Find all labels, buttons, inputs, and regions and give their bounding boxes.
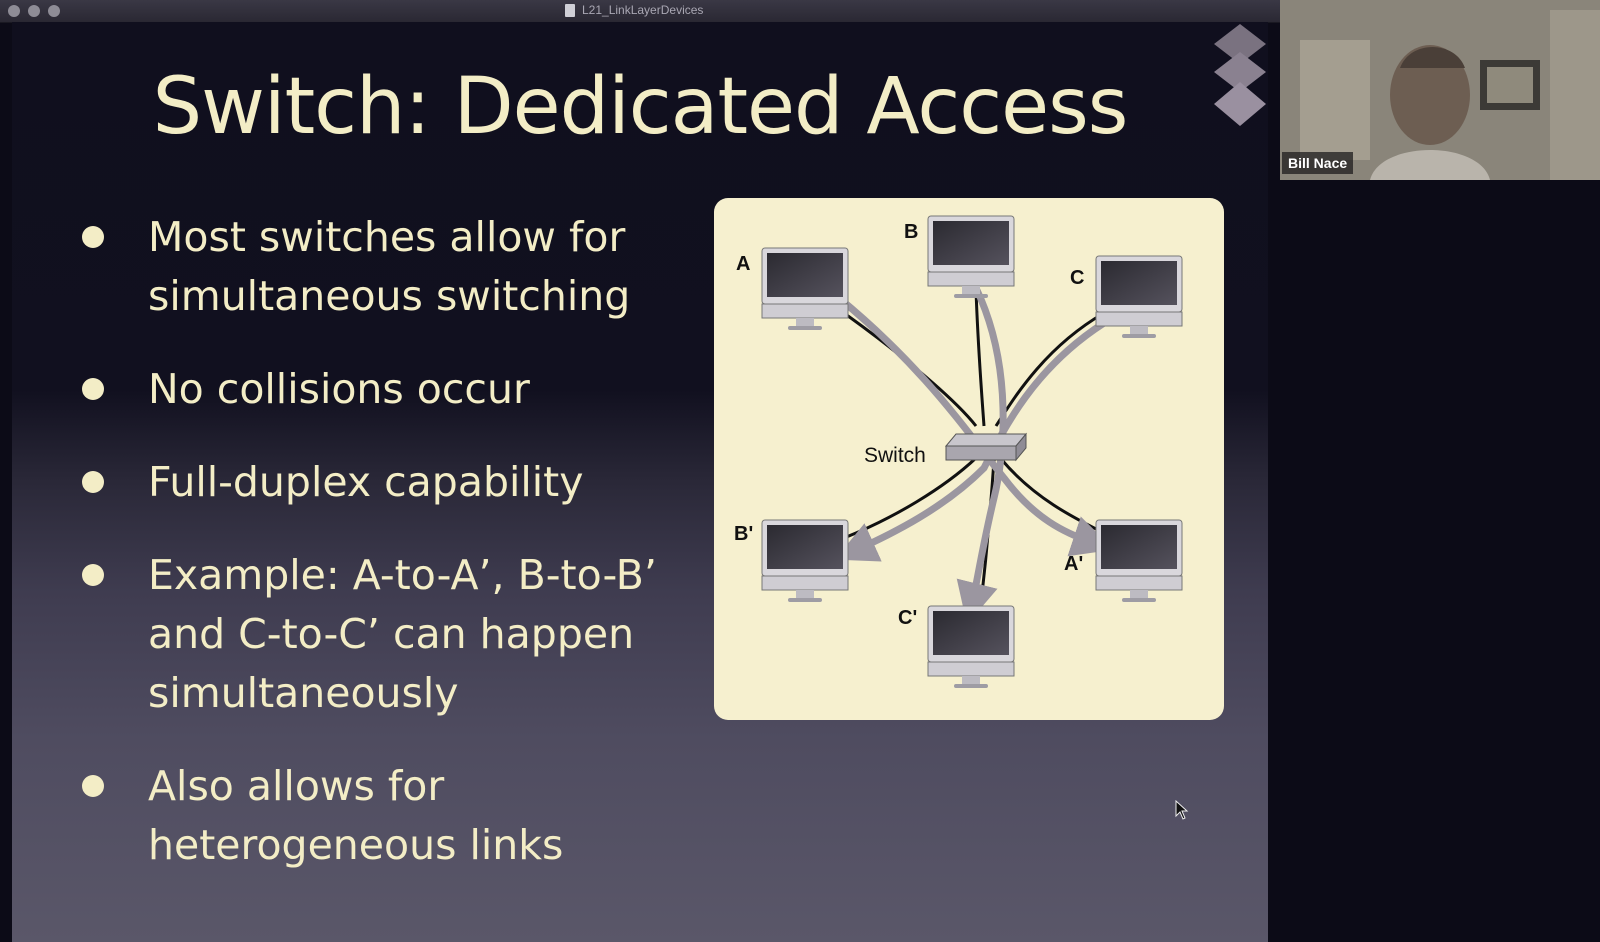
computer-c-icon: [1095, 255, 1183, 338]
window-title: L21_LinkLayerDevices: [582, 3, 704, 17]
node-label-a: A: [736, 253, 750, 275]
node-label-b: B: [904, 221, 918, 243]
computer-b-prime-icon: [761, 519, 849, 602]
participant-video-tile[interactable]: [1280, 0, 1600, 180]
document-icon: [565, 4, 575, 17]
bullet-item: Example: A-to-A’, B-to-B’ and C-to-C’ ca…: [82, 546, 692, 723]
zoom-window-button[interactable]: [48, 5, 60, 17]
minimize-window-button[interactable]: [28, 5, 40, 17]
diamond-decoration-icon: [1214, 24, 1266, 126]
participant-video-feed: [1280, 0, 1600, 180]
node-label-c-prime: C': [898, 607, 917, 629]
bullet-item: Full-duplex capability: [82, 453, 692, 512]
node-label-c: C: [1070, 267, 1084, 289]
node-label-b-prime: B': [734, 523, 753, 545]
bullet-text: No collisions occur: [148, 365, 530, 413]
computer-a-prime-icon: [1095, 519, 1183, 602]
bullet-text: Full-duplex capability: [148, 458, 584, 506]
close-window-button[interactable]: [8, 5, 20, 17]
window-title-bar: L21_LinkLayerDevices: [0, 0, 1280, 23]
bullet-icon: [82, 564, 104, 586]
bullet-text: Also allows for heterogeneous links: [148, 762, 564, 869]
participant-name-tag: Bill Nace: [1282, 152, 1354, 174]
traffic-arrows: [834, 286, 1114, 625]
mouse-cursor-icon: [1175, 800, 1189, 820]
computer-a-icon: [761, 247, 849, 330]
bullet-item: Most switches allow for simultaneous swi…: [82, 208, 692, 326]
bullet-text: Most switches allow for simultaneous swi…: [148, 213, 631, 320]
node-label-a-prime: A': [1064, 553, 1083, 575]
bullet-icon: [82, 378, 104, 400]
slide-title: Switch: Dedicated Access: [152, 62, 1129, 152]
switch-device-icon: [944, 432, 1028, 462]
computer-c-prime-icon: [927, 605, 1015, 688]
bullet-list: Most switches allow for simultaneous swi…: [82, 208, 692, 909]
computer-b-icon: [927, 215, 1015, 298]
presentation-slide: Switch: Dedicated Access Most switches a…: [12, 22, 1268, 942]
switch-network-diagram: Switch: [714, 198, 1224, 720]
bullet-icon: [82, 775, 104, 797]
bullet-item: No collisions occur: [82, 360, 692, 419]
bullet-icon: [82, 226, 104, 248]
bullet-text: Example: A-to-A’, B-to-B’ and C-to-C’ ca…: [148, 551, 657, 717]
bullet-icon: [82, 471, 104, 493]
switch-label: Switch: [864, 444, 926, 467]
bullet-item: Also allows for heterogeneous links: [82, 757, 692, 875]
